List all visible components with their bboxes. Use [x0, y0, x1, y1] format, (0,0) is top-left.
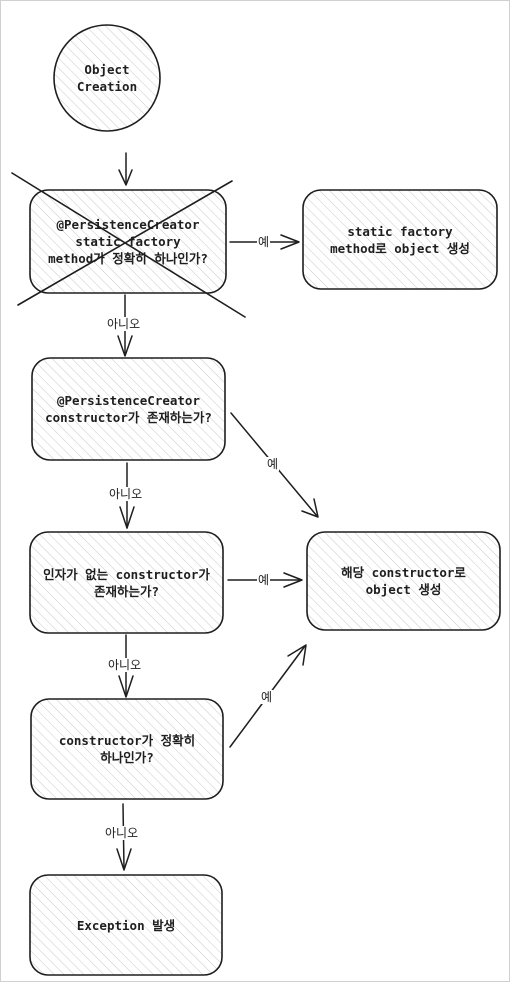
decision-persistence-factory-method-label: @PersistenceCreator static factory metho…: [48, 217, 208, 266]
edge-label-q1-no: 아니오: [106, 317, 142, 331]
q4-node-shape: [30, 698, 224, 800]
edge-label-q4-no: 아니오: [104, 826, 140, 840]
end-node-shape: [29, 874, 223, 976]
start-node-shape: [53, 24, 161, 132]
result-constructor-create: 해당 constructor로 object 생성: [307, 532, 500, 630]
start-node: Object Creation: [57, 51, 157, 105]
result-factory-method-create: static factory method로 object 생성: [303, 190, 497, 289]
decision-no-arg-constructor-label: 인자가 없는 constructor가 존재하는가?: [43, 566, 210, 599]
r1-node-shape: [302, 189, 498, 290]
edge-label-q1-yes: 예: [257, 235, 271, 249]
decision-persistence-constructor: @PersistenceCreator constructor가 존재하는가?: [32, 358, 225, 460]
edge-label-q3-no: 아니오: [107, 658, 143, 672]
result-factory-method-create-label: static factory method로 object 생성: [330, 223, 470, 256]
edge-label-q4-yes: 예: [260, 690, 274, 704]
decision-single-constructor: constructor가 정확히 하나인가?: [31, 699, 223, 799]
result-constructor-create-label: 해당 constructor로 object 생성: [341, 565, 466, 597]
result-exception: Exception 발생: [30, 875, 222, 975]
r2-node-shape: [306, 531, 501, 631]
edge-start-q1: [118, 152, 133, 186]
q1-cross-out: [11, 172, 246, 318]
edge-label-q2-no: 아니오: [108, 487, 144, 501]
edge-label-q3-yes: 예: [257, 573, 271, 587]
decision-no-arg-constructor: 인자가 없는 constructor가 존재하는가?: [30, 532, 223, 633]
decision-persistence-constructor-label: @PersistenceCreator constructor가 존재하는가?: [45, 393, 212, 425]
q2-node-shape: [31, 357, 226, 461]
decision-persistence-factory-method: @PersistenceCreator static factory metho…: [30, 190, 226, 293]
edge-label-q2-yes: 예: [266, 457, 280, 471]
result-exception-label: Exception 발생: [76, 917, 176, 933]
decision-single-constructor-label: constructor가 정확히 하나인가?: [58, 733, 196, 765]
q3-node-shape: [29, 531, 224, 634]
start-node-label: Object Creation: [76, 62, 138, 94]
